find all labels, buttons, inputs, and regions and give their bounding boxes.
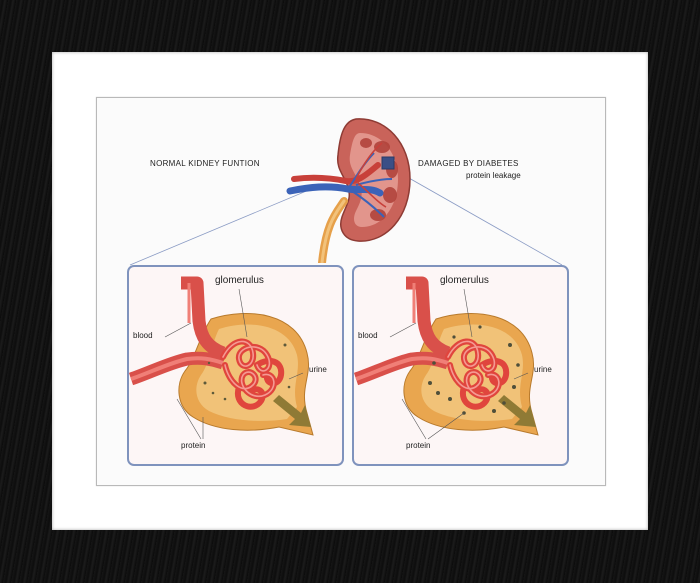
glomerulus-diagram-damaged bbox=[354, 276, 539, 440]
glomerulus-label: glomerulus bbox=[215, 275, 264, 286]
title-right: DAMAGED BY DIABETES bbox=[418, 159, 519, 168]
glomerulus-diagram bbox=[129, 276, 314, 440]
subtitle-right: protein leakage bbox=[466, 171, 521, 180]
blood-label: blood bbox=[358, 331, 378, 340]
title-left: NORMAL KIDNEY FUNTION bbox=[150, 159, 260, 168]
diabetic-kidney-panel: glomerulus blood urine protein bbox=[352, 265, 569, 466]
urine-label: urine bbox=[309, 365, 327, 374]
protein-label: protein bbox=[406, 441, 431, 450]
normal-kidney-panel: glomerulus blood urine protein bbox=[127, 265, 344, 466]
protein-label: protein bbox=[181, 441, 206, 450]
kidney-illustration bbox=[286, 118, 411, 263]
illustration: NORMAL KIDNEY FUNTION DAMAGED BY DIABETE… bbox=[96, 97, 604, 484]
glomerulus-label: glomerulus bbox=[440, 275, 489, 286]
blood-label: blood bbox=[133, 331, 153, 340]
urine-label: urine bbox=[534, 365, 552, 374]
